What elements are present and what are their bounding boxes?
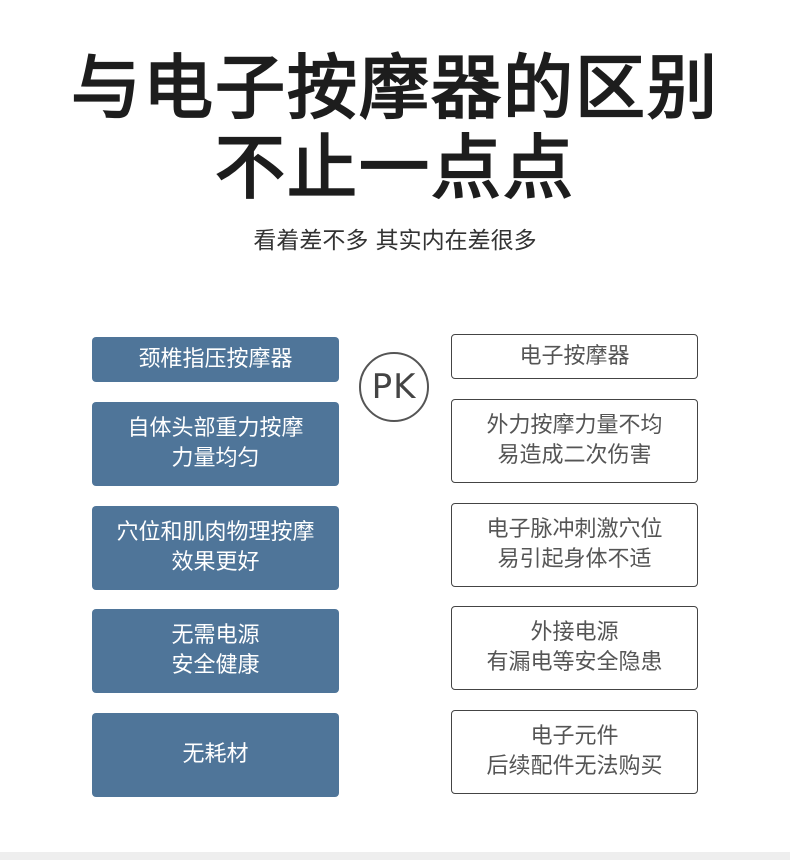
advantage-card-line2: 效果更好 xyxy=(171,550,260,575)
competitor-card-line2: 后续配件无法购买 xyxy=(486,754,663,779)
advantage-card-line1: 穴位和肌肉物理按摩 xyxy=(116,520,315,545)
advantage-card-line2: 安全健康 xyxy=(171,653,260,678)
competitor-card-line1: 外力按摩力量不均 xyxy=(486,413,663,438)
competitor-card-line2: 有漏电等安全隐患 xyxy=(486,650,663,675)
competitor-card-line1: 外接电源 xyxy=(530,620,619,645)
advantage-card-line1: 颈椎指压按摩器 xyxy=(138,346,293,372)
advantage-card: 自体头部重力按摩 力量均匀 xyxy=(92,402,339,486)
advantage-card-line1: 无耗材 xyxy=(182,742,249,767)
advantage-card: 穴位和肌肉物理按摩 效果更好 xyxy=(92,506,339,590)
advantage-card: 无耗材 xyxy=(92,713,339,797)
advantage-card: 颈椎指压按摩器 xyxy=(92,337,339,382)
competitor-card-line1: 电子按摩器 xyxy=(519,343,630,369)
page-title-line1: 与电子按摩器的区别 xyxy=(71,47,719,129)
pk-badge: PK xyxy=(359,352,429,422)
competitor-card: 外接电源 有漏电等安全隐患 xyxy=(451,606,698,690)
competitor-card-line2: 易造成二次伤害 xyxy=(497,443,652,468)
competitor-card-line1: 电子元件 xyxy=(530,724,619,749)
competitor-card-line2: 易引起身体不适 xyxy=(497,547,652,572)
pk-label: PK xyxy=(371,367,417,407)
advantage-card-line1: 无需电源 xyxy=(171,623,260,648)
competitor-card: 电子元件 后续配件无法购买 xyxy=(451,710,698,794)
page-title-line2: 不止一点点 xyxy=(215,127,575,209)
bottom-divider xyxy=(0,852,790,860)
page-subtitle: 看着差不多 其实内在差很多 xyxy=(253,228,537,254)
competitor-card: 电子脉冲刺激穴位 易引起身体不适 xyxy=(451,503,698,587)
competitor-card-line1: 电子脉冲刺激穴位 xyxy=(486,517,663,542)
advantage-card-line2: 力量均匀 xyxy=(171,446,260,471)
competitor-card: 电子按摩器 xyxy=(451,334,698,379)
advantage-card: 无需电源 安全健康 xyxy=(92,609,339,693)
competitor-card: 外力按摩力量不均 易造成二次伤害 xyxy=(451,399,698,483)
advantage-card-line1: 自体头部重力按摩 xyxy=(127,416,304,441)
